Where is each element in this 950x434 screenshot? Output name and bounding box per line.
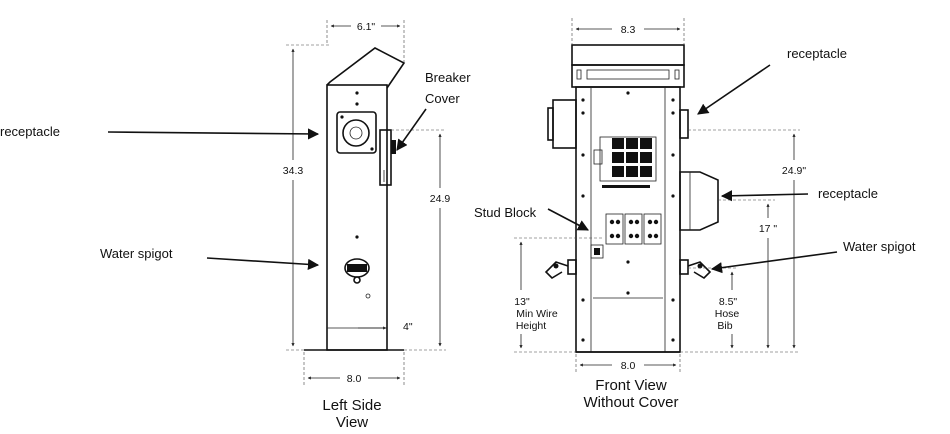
front-pedestal-body	[575, 86, 681, 353]
front-dim-hose-line3: Bib	[717, 320, 732, 332]
label-water-spigot-left: Water spigot	[100, 246, 173, 261]
arrow-receptacle-mid-right	[720, 190, 809, 202]
front-dim-wire-line3: Height	[516, 320, 546, 332]
breaker-cover	[379, 129, 396, 186]
front-left-receptacle	[547, 99, 577, 149]
left-dim-width: 8.0	[347, 373, 362, 385]
arrow-breaker-cover	[396, 108, 427, 151]
front-caption-line1: Front View	[595, 377, 667, 394]
left-caption-line2: View	[336, 414, 368, 431]
front-view: 8.3 24.9" 17 " 13" Min Wire Height 8.5" …	[514, 18, 806, 411]
label-stud-block: Stud Block	[474, 205, 537, 220]
front-dim-receptacle-height: 24.9"	[782, 165, 806, 177]
arrow-water-spigot-right	[710, 251, 838, 274]
label-receptacle-top-right: receptacle	[787, 46, 847, 61]
arrow-stud-block	[547, 208, 589, 231]
arrow-water-spigot-left	[206, 257, 320, 270]
front-dim-hose-line1: 8.5"	[719, 296, 738, 308]
front-right-spigot	[679, 259, 712, 280]
arrow-receptacle-left	[107, 128, 320, 140]
front-dim-top: 8.3	[621, 24, 636, 36]
left-water-spigot	[344, 258, 371, 299]
front-dim-spigot-height: 17 "	[759, 223, 778, 235]
left-dim-breaker-height: 24.9	[430, 193, 451, 205]
arrow-receptacle-top-right	[697, 64, 771, 115]
front-left-spigot	[544, 259, 577, 280]
left-dim-top: 6.1"	[357, 21, 376, 33]
front-right-mid-receptacle	[679, 171, 719, 231]
left-pedestal-body	[326, 84, 388, 351]
left-receptacle	[336, 111, 377, 154]
left-side-view: 6.1" 34.3 24.9 4" 8.0 Left Side View	[283, 20, 451, 431]
front-caption-line2: Without Cover	[583, 394, 678, 411]
front-top-cap	[571, 44, 685, 66]
left-angled-top	[326, 47, 406, 89]
front-dim-width: 8.0	[621, 360, 636, 372]
front-dim-wire-line2: Min Wire	[516, 308, 558, 320]
callouts: receptacle Water spigot Breaker Cover St…	[0, 46, 916, 274]
left-dim-height: 34.3	[283, 165, 304, 177]
front-rivets	[581, 91, 675, 342]
label-receptacle-mid-right: receptacle	[818, 186, 878, 201]
front-dim-wire-line1: 13"	[514, 296, 530, 308]
left-dim-spigot-offset: 4"	[403, 321, 413, 333]
left-caption-line1: Left Side	[322, 397, 381, 414]
label-breaker-line2: Cover	[425, 91, 460, 106]
label-water-spigot-right: Water spigot	[843, 239, 916, 254]
front-right-top-receptacle	[679, 109, 689, 139]
front-dim-hose-line2: Hose	[715, 308, 740, 320]
label-receptacle-left: receptacle	[0, 124, 60, 139]
stud-block	[590, 213, 662, 259]
label-breaker-line1: Breaker	[425, 70, 471, 85]
breaker-panel	[593, 136, 657, 188]
